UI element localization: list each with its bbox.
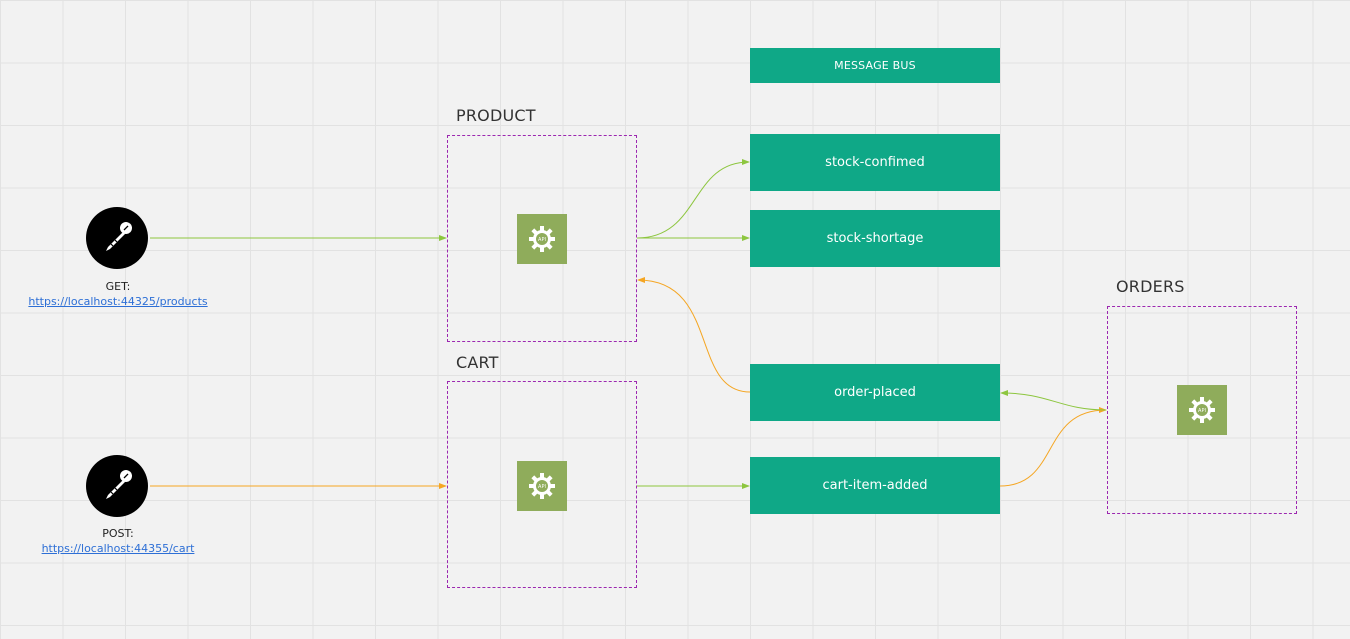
product-service-box[interactable]	[447, 135, 637, 342]
orders-api-icon: API	[1177, 385, 1227, 435]
product-service-title: PRODUCT	[456, 106, 536, 125]
topic-label: stock-confimed	[825, 155, 925, 170]
arrow-cart-item-added-to-orders	[999, 407, 1107, 487]
postman-icon	[106, 470, 132, 499]
post-method-label: POST:	[102, 527, 134, 540]
api-icon-text: API	[1198, 408, 1206, 414]
gear-icon: API	[1189, 397, 1215, 423]
postman-get-client[interactable]	[86, 207, 148, 269]
topic-stock-confirmed[interactable]: stock-confimed	[750, 134, 1000, 191]
topic-order-placed[interactable]: order-placed	[750, 364, 1000, 421]
cart-api-icon: API	[517, 461, 567, 511]
topic-label: stock-shortage	[826, 231, 924, 246]
gear-icon: API	[529, 226, 555, 252]
cart-service-box[interactable]	[447, 381, 637, 588]
api-icon-text: API	[538, 237, 546, 243]
cart-service-title: CART	[456, 353, 499, 372]
get-url-link[interactable]: https://localhost:44325/products	[28, 295, 208, 308]
message-bus-label: MESSAGE BUS	[834, 59, 916, 72]
api-icon-text: API	[538, 484, 546, 490]
arrow-orders-to-order-placed	[1000, 390, 1107, 411]
postman-post-client[interactable]	[86, 455, 148, 517]
arrow-order-placed-to-product	[637, 277, 751, 393]
topic-stock-shortage[interactable]: stock-shortage	[750, 210, 1000, 267]
orders-service-box[interactable]	[1107, 306, 1297, 514]
topic-label: order-placed	[834, 385, 916, 400]
arrow-product-to-stock-confirmed	[636, 159, 750, 239]
topic-label: cart-item-added	[822, 478, 928, 493]
message-bus-header: MESSAGE BUS	[750, 48, 1000, 83]
gear-icon: API	[529, 473, 555, 499]
product-api-icon: API	[517, 214, 567, 264]
orders-service-title: ORDERS	[1116, 277, 1185, 296]
postman-icon	[106, 222, 132, 251]
topic-cart-item-added[interactable]: cart-item-added	[750, 457, 1000, 514]
post-url-link[interactable]: https://localhost:44355/cart	[41, 542, 195, 555]
get-method-label: GET:	[105, 280, 131, 293]
